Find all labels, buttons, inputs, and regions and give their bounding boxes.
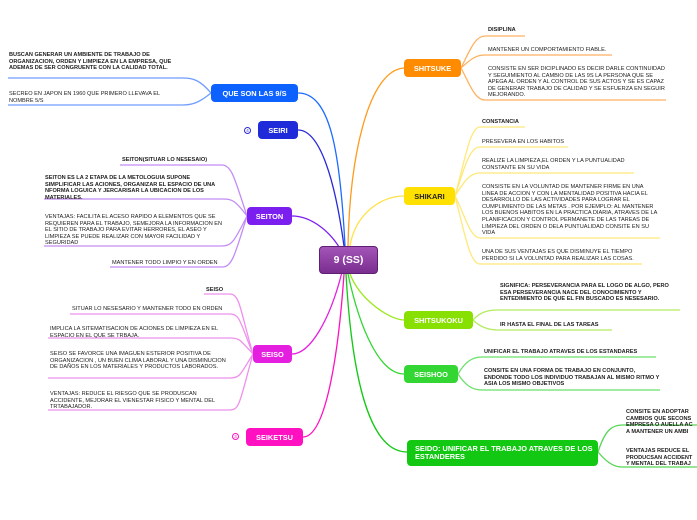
topic-shitsukoku[interactable]: SHITSUKOKU	[404, 311, 473, 329]
link-shitsukoku	[349, 273, 405, 321]
note-seishoo-2: CONSITE EN UNA FORMA DE TRABAJO EN CONJU…	[484, 368, 660, 388]
topic-seido[interactable]: SEIDO: UNIFICAR EL TRABAJO ATRAVES DE LO…	[407, 440, 598, 466]
note-shikari-5: UNA DE SUS VENTAJAS ES QUE DISMINUYE EL …	[482, 249, 634, 262]
collapse-badge-seiketsu[interactable]: 3	[232, 433, 239, 440]
note-shikari-3: REALIZE LA LIMPIEZA,EL ORDEN Y LA PUNTUA…	[482, 158, 625, 171]
note-seiton-1: SEITON(SITUAR LO NESESAIO)	[122, 157, 208, 163]
note-shitsuke-3: CONSISTE EN SER DICIPLINADO ES DECIR DAR…	[488, 66, 665, 99]
note-seiso-2: SITUAR LO NESESARIO Y MANTENER TODO EN O…	[72, 306, 223, 312]
note-seiso-3: IMPLICA LA SITEMATISACION DE ACIONES DE …	[50, 326, 218, 339]
link-seiso	[291, 271, 343, 355]
topic-seiton[interactable]: SEITON	[247, 207, 292, 225]
topic-que-son[interactable]: QUE SON LAS 9/S	[211, 84, 298, 102]
note-seishoo-1: UNIFICAR EL TRABAJO ATRAVES DE LOS ESTAN…	[484, 349, 638, 355]
note-que-son-1: BUSCAN GENERAR UN AMBIENTE DE TRABAJO DE…	[9, 52, 172, 72]
note-shikari-1: CONSTANCIA	[482, 119, 519, 125]
link-que-son	[297, 92, 346, 247]
topic-shitsuke[interactable]: SHITSUKE	[404, 59, 461, 77]
note-seiton-3: VENTAJAS: FACILITA EL ACESO RAPIDO A ELE…	[45, 214, 223, 247]
note-que-son-2: SECREO EN JAPON EN 1960 QUE PRIMERO LLEV…	[9, 91, 160, 104]
note-shikari-2: PRESEVERA EN LOS HABITOS	[482, 139, 564, 145]
link-shikari	[349, 195, 405, 247]
note-seido-1: CONSITE EN ADOPTAR CAMBIOS QUE SECONS EM…	[626, 409, 693, 435]
note-shitsuke-2: MANTENER UN COMPORTAMIENTO FIABLE.	[488, 47, 607, 53]
topic-seiketsu[interactable]: SEIKETSU	[246, 428, 303, 446]
note-shitsuke-1: DISIPLINA	[488, 27, 516, 33]
link-seido	[345, 273, 408, 453]
note-seido-2: VENTAJAS REDUCE EL PRODUCSAN ACCIDENT Y …	[626, 448, 693, 468]
note-seiso-5: VENTAJAS: REDUCE EL RIESGO QUE SE PRODUS…	[50, 391, 215, 411]
link-shitsuke	[347, 67, 405, 247]
topic-shikari[interactable]: SHIKARI	[404, 187, 455, 205]
note-seiton-2: SEITON ES LA 2 ETAPA DE LA METOLOGUIA SU…	[45, 175, 215, 201]
link-seiketsu	[302, 273, 345, 438]
topic-seishoo[interactable]: SEISHOO	[404, 365, 458, 383]
link-seishoo	[347, 273, 405, 375]
note-seiso-1: SEISO	[206, 287, 224, 293]
note-shitsukoku-1: SIGNIFICA: PERSEVERANCIA PARA EL LOGO DE…	[500, 283, 669, 303]
note-seiso-4: SEISO SE FAVORCE UNA IMAGUEN ESTERIOR PO…	[50, 351, 226, 371]
topic-seiso[interactable]: SEISO	[253, 345, 292, 363]
note-seiton-4: MANTENER TODO LIMPIO Y EN ORDEN	[112, 260, 218, 266]
topic-seiri[interactable]: SEIRI	[258, 121, 298, 139]
central-topic[interactable]: 9 (SS)	[319, 246, 378, 274]
link-seiri	[297, 129, 345, 247]
note-shikari-4: CONSISTE EN LA VOLUNTAD DE MANTENER FIRM…	[482, 184, 658, 237]
note-shitsukoku-2: IR HASTA EL FINAL DE LAS TAREAS	[500, 322, 599, 328]
collapse-badge-seiri[interactable]: 4	[244, 127, 251, 134]
